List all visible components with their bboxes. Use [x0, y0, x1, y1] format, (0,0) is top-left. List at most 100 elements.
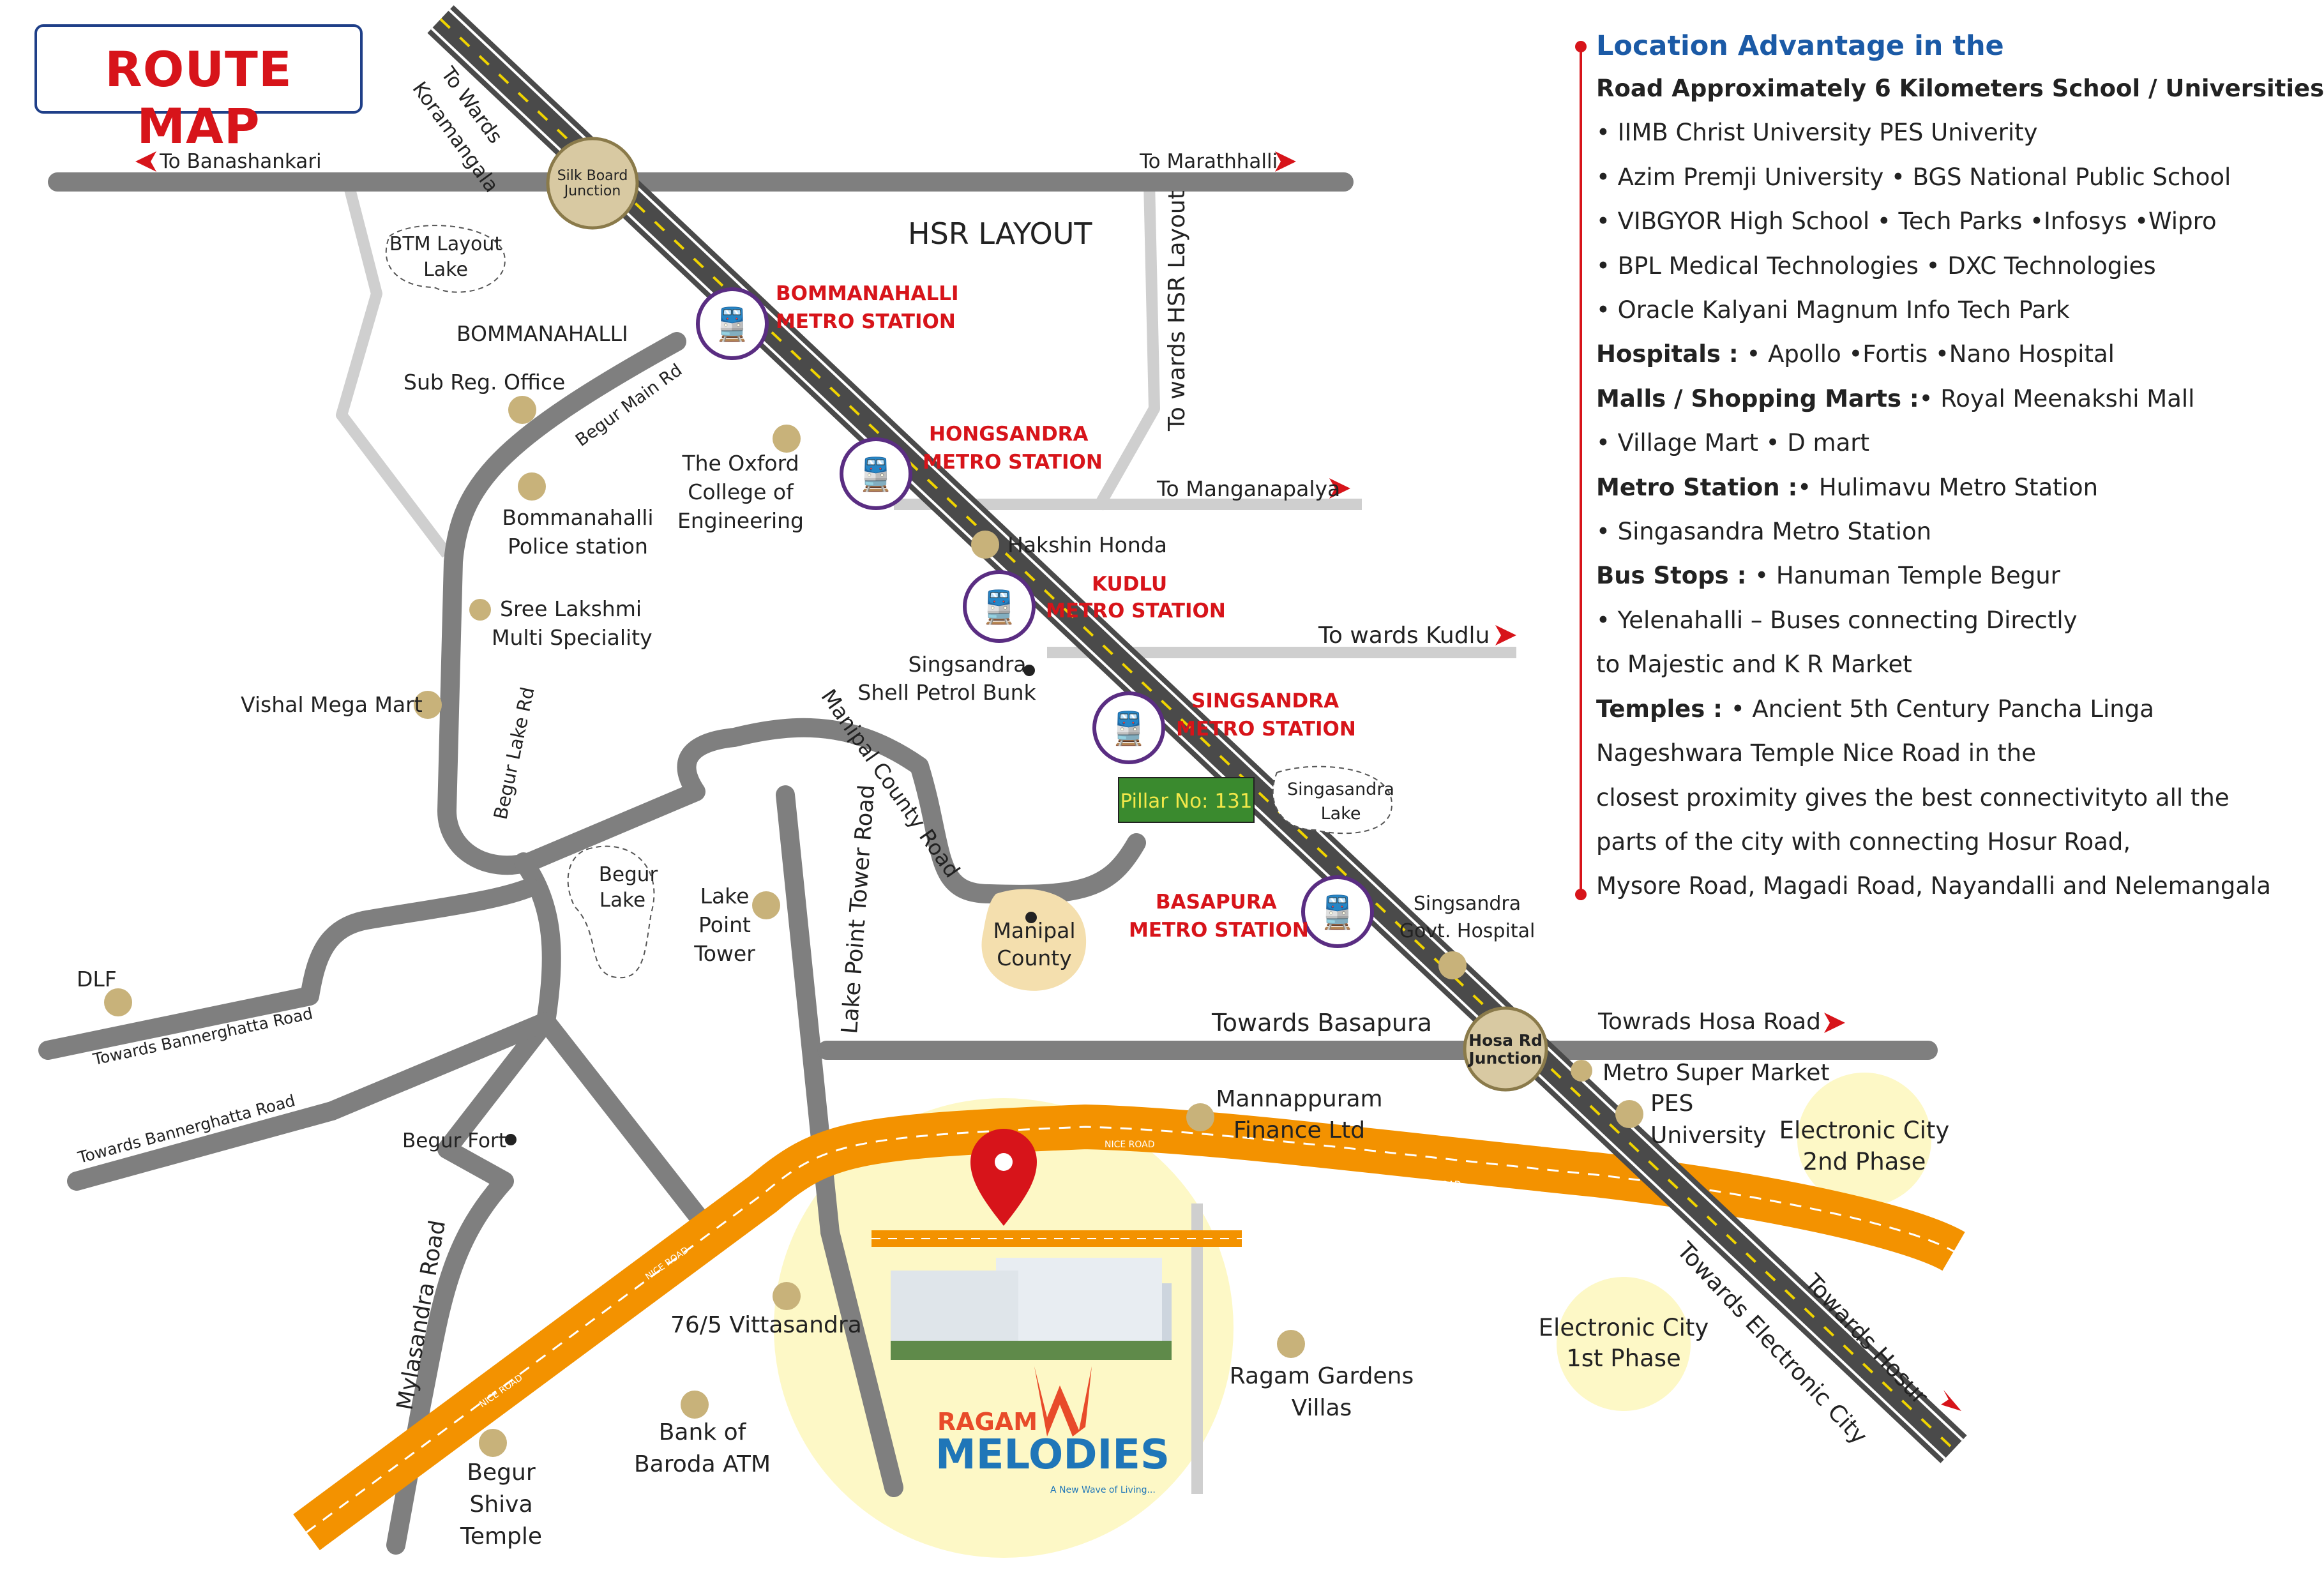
- nice-road-mark: NICE ROAD: [1105, 1140, 1155, 1150]
- metro-marker-bommanahalli[interactable]: 🚆: [696, 287, 769, 360]
- ragam-melodies-logo: RAGAM MELODIES A New Wave of Living...: [935, 1366, 1170, 1495]
- lakes: [385, 225, 1393, 979]
- panel-line: Mysore Road, Magadi Road, Nayandalli and…: [1596, 864, 2271, 908]
- silk-board-junction[interactable]: Silk Board Junction: [546, 137, 639, 230]
- panel-line-text: • Oracle Kalyani Magnum Info Tech Park: [1596, 296, 2070, 324]
- ec-2nd-phase-circle: [1797, 1073, 1931, 1207]
- lake-singasandra-2: Lake: [1321, 804, 1361, 824]
- building-icon: [1438, 951, 1467, 979]
- metro-marker-singsandra[interactable]: 🚆: [1092, 691, 1165, 764]
- landmark-mannappuram-2: Finance Ltd: [1234, 1117, 1365, 1143]
- panel-line-text: • Royal Meenakshi Mall: [1919, 384, 2195, 412]
- area-ec-1st-1: Electronic City: [1539, 1314, 1709, 1341]
- panel-heading: Location Advantage in the: [1596, 30, 2004, 62]
- metro-label-bommanahalli-1: BOMMANAHALLI: [776, 282, 959, 305]
- metro-label-hongsandra-1: HONGSANDRA: [929, 423, 1089, 446]
- route-map-title: ROUTE MAP: [105, 41, 292, 155]
- manipal-county-blob: [981, 889, 1087, 991]
- panel-line-text: • BPL Medical Technologies • DXC Technol…: [1596, 252, 2156, 280]
- building-icon: [104, 988, 132, 1016]
- building-icon: [971, 531, 999, 559]
- landmark-vittasandra: 76/5 Vittasandra: [670, 1312, 862, 1338]
- panel-line-text: • Yelenahalli – Buses connecting Directl…: [1596, 606, 2078, 634]
- panel-line: Metro Station :• Hulimavu Metro Station: [1596, 465, 2228, 509]
- landmark-bank-1: Bank of: [659, 1419, 747, 1445]
- landmark-police-2: Police station: [508, 534, 648, 559]
- panel-line: • Oracle Kalyani Magnum Info Tech Park: [1596, 288, 2228, 332]
- landmark-shiva-1: Begur: [467, 1460, 536, 1486]
- panel-line-text: • IIMB Christ University PES Univerity: [1596, 119, 2038, 147]
- panel-line: closest proximity gives the best connect…: [1596, 776, 2230, 820]
- area-ec-1st-2: 1st Phase: [1566, 1345, 1681, 1372]
- panel-line: Nageshwara Temple Nice Road in the: [1596, 731, 2228, 775]
- landmark-oxford-1: The Oxford: [681, 451, 799, 476]
- direction-arrows: [135, 151, 1961, 1411]
- landmark-ragam-gardens-1: Ragam Gardens: [1230, 1363, 1414, 1389]
- metro-label-singsandra-2: METRO STATION: [1176, 718, 1356, 741]
- cart-icon: [1571, 1060, 1592, 1082]
- area-ec-2nd-1: Electronic City: [1779, 1117, 1950, 1144]
- arrow-right-icon: [1329, 478, 1350, 499]
- panel-dot-bottom: [1575, 889, 1587, 900]
- panel-line: Malls / Shopping Marts :• Royal Meenaksh…: [1596, 377, 2228, 421]
- pillar-label: Pillar No: 131: [1120, 790, 1252, 813]
- landmark-vishal: Vishal Mega Mart: [241, 692, 423, 717]
- landmark-ragam-gardens-2: Villas: [1292, 1395, 1352, 1421]
- metro-marker-basapura[interactable]: 🚆: [1301, 875, 1374, 948]
- road-label-manganapalya: To Manganapalya: [1156, 476, 1340, 501]
- panel-line-text: parts of the city with connecting Hosur …: [1596, 827, 2131, 856]
- metro-label-bommanahalli-2: METRO STATION: [776, 310, 956, 333]
- panel-line: • VIBGYOR High School • Tech Parks •Info…: [1596, 199, 2228, 243]
- panel-line: • Singasandra Metro Station: [1596, 509, 2228, 554]
- panel-line: • Yelenahalli – Buses connecting Directl…: [1596, 598, 2228, 642]
- road-label-kudlu: To wards Kudlu: [1318, 622, 1490, 649]
- project-building-icon: [891, 1258, 1172, 1360]
- landmark-govt-hosp-1: Singsandra: [1414, 893, 1521, 915]
- panel-line-label: Malls / Shopping Marts :: [1596, 384, 1919, 412]
- metro-marker-hongsandra[interactable]: 🚆: [840, 437, 912, 510]
- road-label-basapura: Towards Basapura: [1211, 1009, 1432, 1037]
- panel-line: Hospitals : • Apollo •Fortis •Nano Hospi…: [1596, 332, 2228, 376]
- panel-line-text: • Singasandra Metro Station: [1596, 518, 1932, 546]
- road-label-manipal-county: Manipal County Road: [816, 684, 965, 882]
- panel-line-text: Nageshwara Temple Nice Road in the: [1596, 739, 2036, 767]
- panel-dot-top: [1575, 41, 1587, 52]
- metro-label-kudlu-2: METRO STATION: [1046, 600, 1226, 622]
- panel-line: to Majestic and K R Market: [1596, 642, 2228, 686]
- metro-marker-kudlu[interactable]: 🚆: [963, 570, 1036, 643]
- area-hsr-layout: HSR LAYOUT: [908, 216, 1092, 251]
- route-map: Silk Board Junction Hosa Rd Junction 🚆 🚆…: [38, 5, 1967, 1558]
- panel-line-text: • Apollo •Fortis •Nano Hospital: [1746, 340, 2115, 368]
- metro-train-icon: 🚆: [1109, 710, 1149, 747]
- panel-line-text: Road Approximately 6 Kilometers School /…: [1596, 75, 2324, 102]
- metro-label-hongsandra-2: METRO STATION: [923, 451, 1103, 474]
- building-icon: [681, 1391, 709, 1419]
- landmark-oxford-2: College of: [688, 479, 794, 504]
- panel-line: • Azim Premji University • BGS National …: [1596, 155, 2231, 199]
- music-note-icon: [1034, 1366, 1092, 1437]
- panel-line-text: • Ancient 5th Century Pancha Linga: [1730, 695, 2154, 723]
- building-icon: [752, 891, 780, 919]
- building-icon: [1277, 1330, 1305, 1358]
- building-icon: [1186, 1103, 1214, 1131]
- landmark-sree-2: Multi Speciality: [492, 625, 653, 650]
- landmark-lake-point-2: Point: [698, 912, 751, 937]
- landmark-mannappuram-1: Mannappuram: [1216, 1086, 1382, 1112]
- location-dots: [505, 665, 1037, 1145]
- panel-line-text: Mysore Road, Magadi Road, Nayandalli and…: [1596, 872, 2271, 900]
- project-location-pin-icon[interactable]: [970, 1129, 1037, 1226]
- nice-road: [293, 1104, 1965, 1551]
- panel-line: Bus Stops : • Hanuman Temple Begur: [1596, 554, 2228, 598]
- panel-line-label: Metro Station :: [1596, 473, 1798, 501]
- cart-icon: [414, 691, 442, 719]
- area-manipal-county-2: County: [997, 946, 1072, 970]
- panel-line-text: • VIBGYOR High School • Tech Parks •Info…: [1596, 207, 2217, 236]
- landmark-lake-point-1: Lake: [700, 884, 750, 909]
- panel-line-text: • Hanuman Temple Begur: [1754, 562, 2060, 590]
- road-label-marathhalli: To Marathhalli: [1139, 150, 1278, 173]
- hosa-rd-junction[interactable]: Hosa Rd Junction: [1463, 1006, 1548, 1092]
- metro-train-icon: 🚆: [1318, 894, 1357, 931]
- landmark-shiva-2: Shiva: [469, 1491, 532, 1518]
- road-label-hsr: To wards HSR Layout: [1164, 190, 1190, 432]
- arrow-left-icon: [135, 151, 156, 172]
